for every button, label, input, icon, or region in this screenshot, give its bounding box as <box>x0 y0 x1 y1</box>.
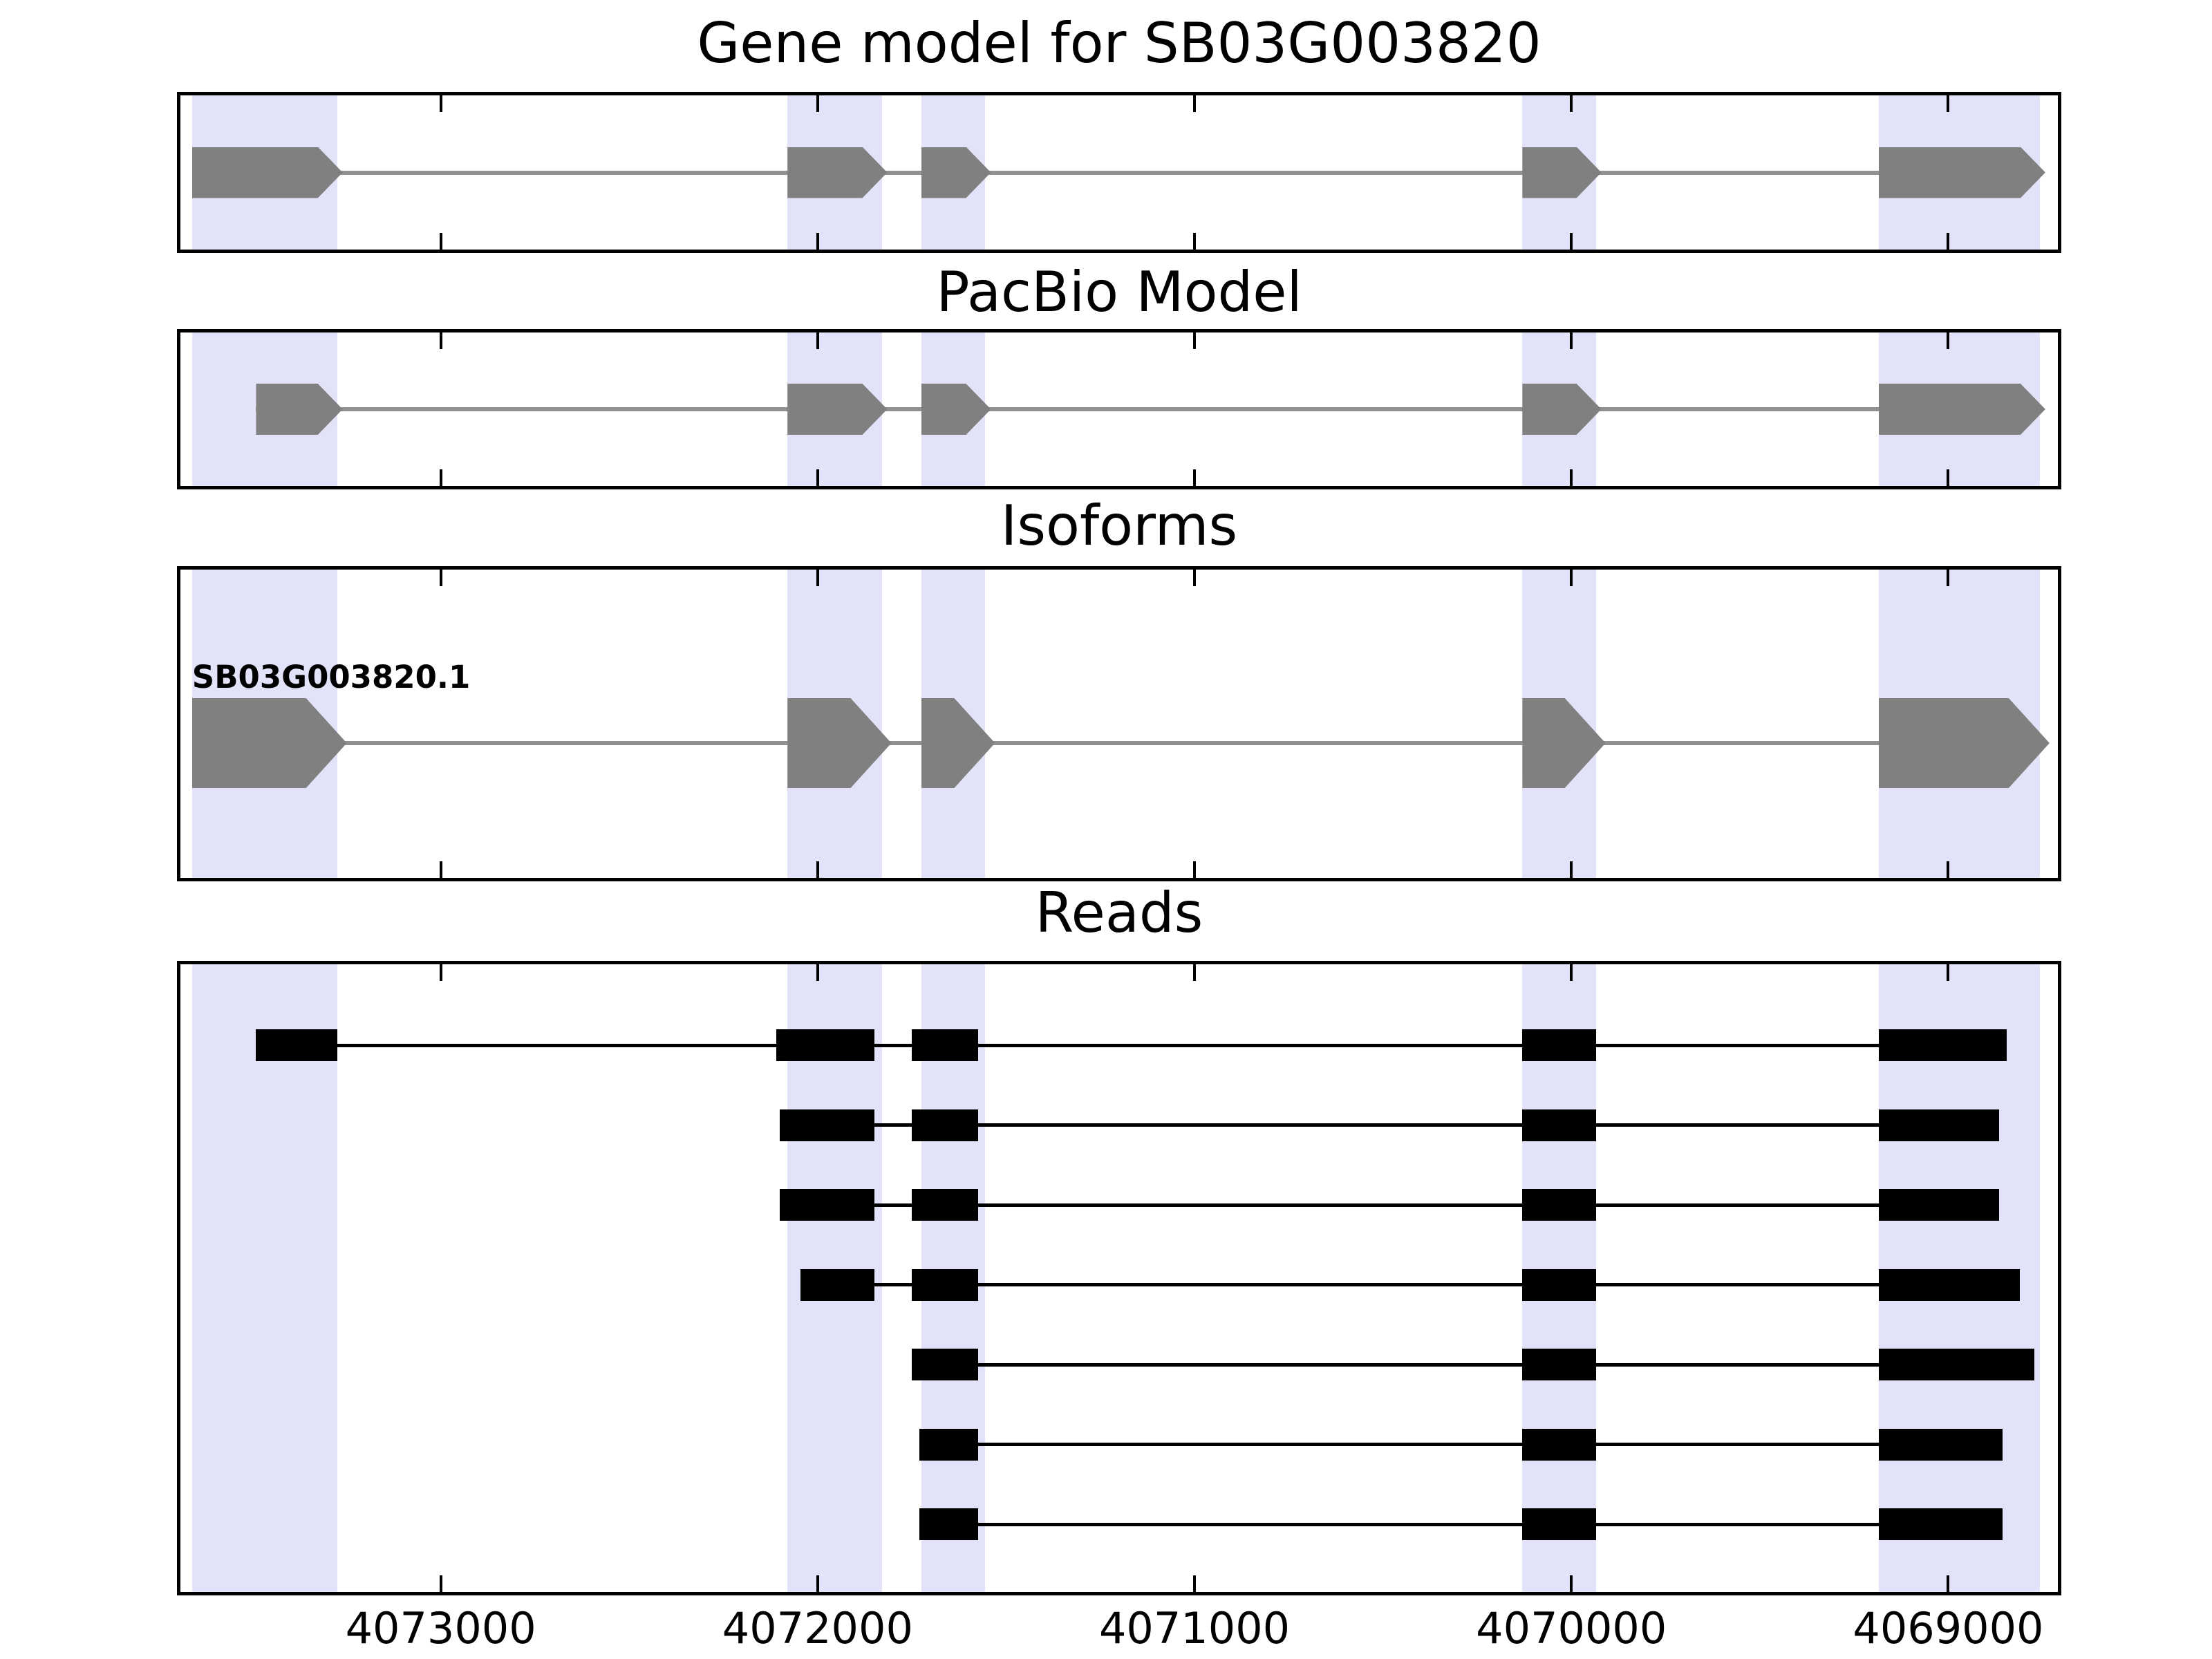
axis-tick-mark <box>1947 233 1950 250</box>
axis-tick-mark <box>816 95 819 112</box>
read-exon-block <box>1522 1189 1596 1221</box>
exon-arrow-shape <box>787 147 888 198</box>
panel-isoforms: SB03G003820.1 <box>177 566 2061 881</box>
read-exon-block <box>912 1349 978 1380</box>
exon-arrow-shape <box>1878 384 2045 435</box>
intron-line <box>191 170 2040 175</box>
read-exon-block <box>1878 1109 2000 1141</box>
read-exon-block <box>780 1109 874 1141</box>
axis-tick-mark <box>816 469 819 486</box>
title-pacbio-model: PacBio Model <box>936 260 1302 324</box>
axis-tick-mark <box>439 233 442 250</box>
read-exon-block <box>1878 1349 2034 1380</box>
read-exon-block <box>1878 1268 2020 1301</box>
axis-tick-mark <box>1570 570 1573 586</box>
axis-tick-mark <box>1570 861 1573 878</box>
axis-tick-mark <box>1193 233 1197 250</box>
read-exon-block <box>1522 1109 1596 1141</box>
axis-tick-mark <box>1570 95 1573 112</box>
read-exon-block <box>800 1268 874 1301</box>
axis-tick-mark <box>816 570 819 586</box>
read-exon-block <box>1522 1029 1596 1061</box>
panel-gene-model <box>177 92 2061 253</box>
read-exon-block <box>256 1029 337 1061</box>
axis-tick-mark <box>439 570 442 586</box>
read-exon-block <box>919 1428 978 1461</box>
axis-tick-mark <box>816 1575 819 1592</box>
read-exon-block <box>1522 1349 1596 1380</box>
axis-tick-mark <box>1193 964 1197 981</box>
axis-tick-mark <box>816 861 819 878</box>
axis-tick-mark <box>1570 469 1573 486</box>
axis-tick-mark <box>1570 1575 1573 1592</box>
read-line <box>256 1043 2007 1047</box>
title-reads: Reads <box>1035 881 1203 945</box>
axis-tick-mark <box>816 233 819 250</box>
read-exon-block <box>1522 1508 1596 1540</box>
panel-pacbio-model <box>177 329 2061 489</box>
axis-tick-mark <box>1570 964 1573 981</box>
read-exon-block <box>780 1189 874 1221</box>
axis-tick-mark <box>1193 95 1197 112</box>
axis-tick-mark <box>439 332 442 349</box>
axis-tick-mark <box>816 332 819 349</box>
axis-tick-mark <box>439 469 442 486</box>
panel-reads <box>177 961 2061 1595</box>
axis-tick-mark <box>1570 233 1573 250</box>
read-line <box>919 1443 2003 1446</box>
axis-tick-mark <box>1193 469 1197 486</box>
intron-line <box>191 741 2040 745</box>
axis-tick-mark <box>1947 469 1950 486</box>
x-tick-label: 4073000 <box>345 1603 536 1653</box>
axis-tick-mark <box>1947 570 1950 586</box>
axis-tick-mark <box>439 1575 442 1592</box>
read-exon-block <box>1878 1428 2003 1461</box>
read-line <box>912 1362 2034 1367</box>
axis-tick-mark <box>1193 861 1197 878</box>
read-exon-block <box>1878 1029 2007 1061</box>
axis-tick-mark <box>1947 964 1950 981</box>
exon-arrow-shape <box>191 147 343 198</box>
x-tick-label: 4072000 <box>722 1603 913 1653</box>
read-exon-block <box>776 1029 874 1061</box>
x-tick-label: 4071000 <box>1098 1603 1291 1653</box>
read-exon-block <box>912 1029 978 1061</box>
x-tick-label: 4069000 <box>1853 1603 2044 1653</box>
axis-tick-mark <box>1947 95 1950 112</box>
read-line <box>919 1522 2003 1526</box>
title-isoforms: Isoforms <box>1000 494 1238 558</box>
axis-tick-mark <box>439 861 442 878</box>
read-line <box>780 1203 2000 1207</box>
exon-highlight-band <box>191 964 337 1592</box>
read-exon-block <box>1878 1508 2003 1540</box>
x-tick-label: 4070000 <box>1476 1603 1667 1653</box>
read-exon-block <box>912 1189 978 1221</box>
axis-tick-mark <box>1947 1575 1950 1592</box>
axis-tick-mark <box>816 964 819 981</box>
read-exon-block <box>1522 1268 1596 1301</box>
axis-tick-mark <box>1193 332 1197 349</box>
intron-line <box>256 407 2040 411</box>
read-exon-block <box>912 1268 978 1301</box>
exon-arrow-shape <box>1878 698 2050 788</box>
title-gene-model: Gene model for SB03G003820 <box>697 11 1541 75</box>
read-exon-block <box>919 1508 978 1540</box>
axis-tick-mark <box>439 95 442 112</box>
axis-tick-mark <box>439 964 442 981</box>
axis-tick-mark <box>1570 332 1573 349</box>
axis-tick-mark <box>1193 1575 1197 1592</box>
read-line <box>800 1283 2021 1286</box>
read-exon-block <box>1878 1189 2000 1221</box>
axis-tick-mark <box>1947 332 1950 349</box>
read-exon-block <box>912 1109 978 1141</box>
exon-arrow-shape <box>787 384 888 435</box>
axis-tick-mark <box>1947 861 1950 878</box>
isoform-label: SB03G003820.1 <box>191 659 471 695</box>
axis-tick-mark <box>1193 570 1197 586</box>
read-line <box>780 1123 2000 1127</box>
read-exon-block <box>1522 1428 1596 1461</box>
exon-arrow-shape <box>1878 147 2045 198</box>
